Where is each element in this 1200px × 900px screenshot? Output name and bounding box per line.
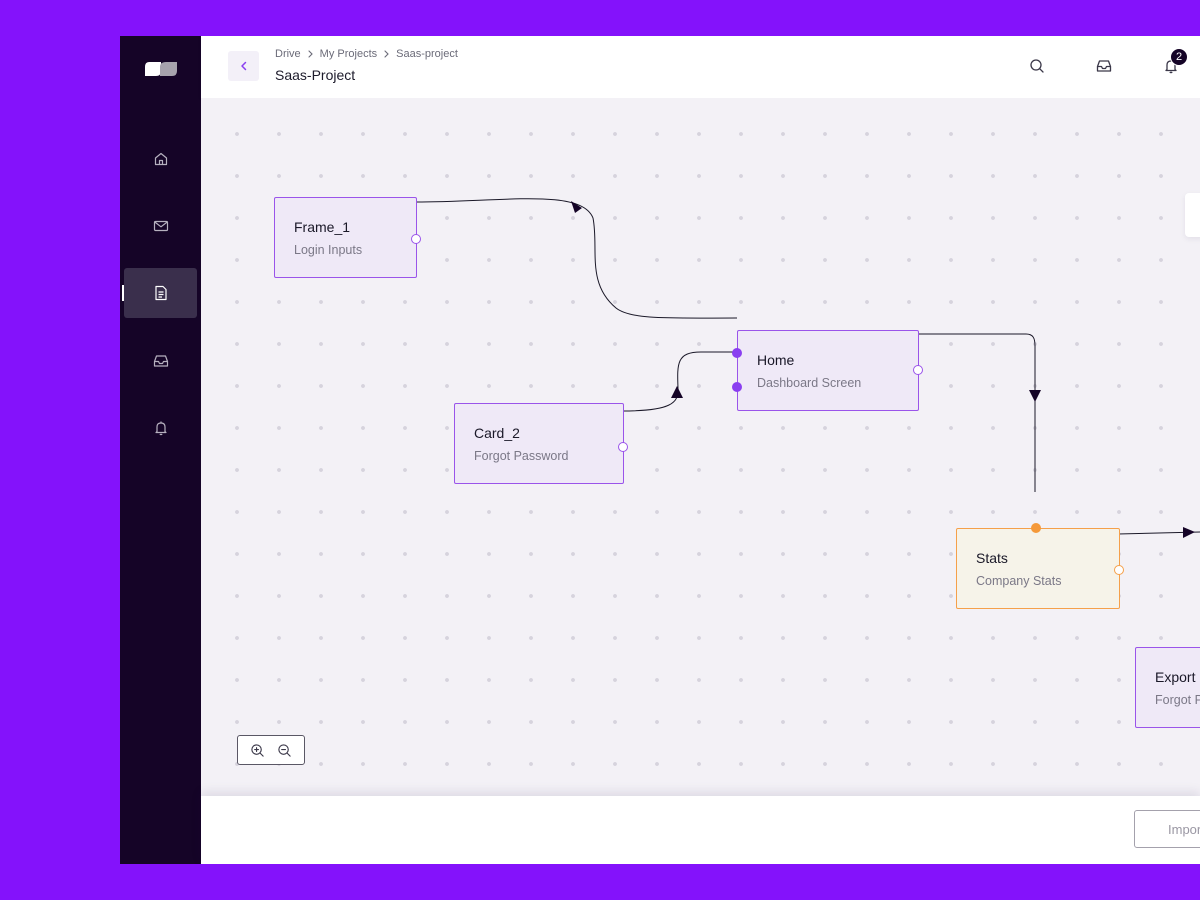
zoom-out-button[interactable] (277, 742, 293, 758)
node-subtitle: Forgot Password (474, 449, 569, 463)
node-subtitle: Dashboard Screen (757, 376, 862, 390)
edge-stats-right (1117, 531, 1200, 535)
arrow-icon (1029, 390, 1041, 402)
page-title: Saas-Project (275, 67, 356, 83)
zoom-controls (237, 735, 305, 765)
inbox-icon (153, 355, 168, 367)
node-export[interactable]: Export Forgot P (1135, 647, 1200, 728)
app-logo[interactable] (144, 60, 178, 78)
app-window: Drive My Projects Saas-project Saas-Proj… (120, 36, 1200, 864)
node-subtitle: Forgot P (1155, 693, 1200, 707)
chevron-left-icon (240, 61, 246, 71)
arrow-icon (571, 201, 582, 213)
breadcrumb-saas-project[interactable]: Saas-project (396, 48, 458, 60)
arrow-icon (671, 386, 683, 398)
node-subtitle: Company Stats (976, 574, 1062, 588)
chevron-right-icon (307, 50, 314, 58)
node-title: Stats (976, 550, 1008, 566)
zoom-out-icon (278, 743, 291, 757)
sidebar-item-notifications[interactable] (124, 403, 197, 453)
node-title: Home (757, 352, 795, 368)
breadcrumb: Drive My Projects Saas-project (275, 48, 458, 60)
sidebar-item-inbox[interactable] (124, 336, 197, 386)
mail-icon (153, 220, 168, 232)
chevron-right-icon (383, 50, 390, 58)
edge-card2-home (621, 351, 737, 412)
output-port[interactable] (1114, 565, 1124, 575)
sidebar-item-home[interactable] (124, 134, 197, 184)
edge-frame1-home (415, 198, 738, 319)
node-home[interactable]: Home Dashboard Screen (732, 330, 923, 411)
input-port[interactable] (732, 382, 742, 392)
document-icon (154, 285, 167, 301)
flow-canvas[interactable]: Frame_1 Login Inputs Card_2 Forgot Passw… (201, 98, 1200, 796)
output-port[interactable] (411, 234, 421, 244)
node-subtitle: Login Inputs (294, 243, 363, 257)
side-panel-tab[interactable] (1185, 193, 1200, 237)
node-title: Export (1155, 669, 1196, 685)
bell-icon (154, 421, 167, 436)
top-bar: Drive My Projects Saas-project Saas-Proj… (201, 36, 1200, 98)
output-port[interactable] (618, 442, 628, 452)
sidebar-item-documents[interactable] (122, 268, 197, 318)
input-port[interactable] (1031, 523, 1041, 533)
node-card-2[interactable]: Card_2 Forgot Password (454, 403, 628, 484)
search-icon (1030, 59, 1044, 73)
inbox-icon (1096, 60, 1112, 72)
sidebar (120, 36, 201, 864)
edge-home-stats (918, 333, 1036, 492)
zoom-in-icon (251, 743, 264, 757)
input-port[interactable] (732, 348, 742, 358)
node-frame-1[interactable]: Frame_1 Login Inputs (274, 197, 421, 278)
arrow-icon (1183, 527, 1195, 538)
node-stats[interactable]: Stats Company Stats (956, 523, 1124, 609)
breadcrumb-drive[interactable]: Drive (275, 48, 301, 60)
sidebar-item-mail[interactable] (124, 201, 197, 251)
back-button[interactable] (228, 51, 259, 81)
zoom-in-button[interactable] (250, 742, 266, 758)
node-title: Frame_1 (294, 219, 351, 235)
notification-badge: 2 (1170, 48, 1188, 66)
import-button[interactable]: Import (1134, 810, 1200, 848)
breadcrumb-my-projects[interactable]: My Projects (319, 48, 378, 60)
node-title: Card_2 (474, 425, 520, 441)
home-icon (154, 152, 167, 166)
inbox-button[interactable] (1094, 56, 1114, 76)
output-port[interactable] (913, 365, 923, 375)
footer-bar: Import (201, 796, 1200, 864)
search-button[interactable] (1027, 56, 1047, 76)
